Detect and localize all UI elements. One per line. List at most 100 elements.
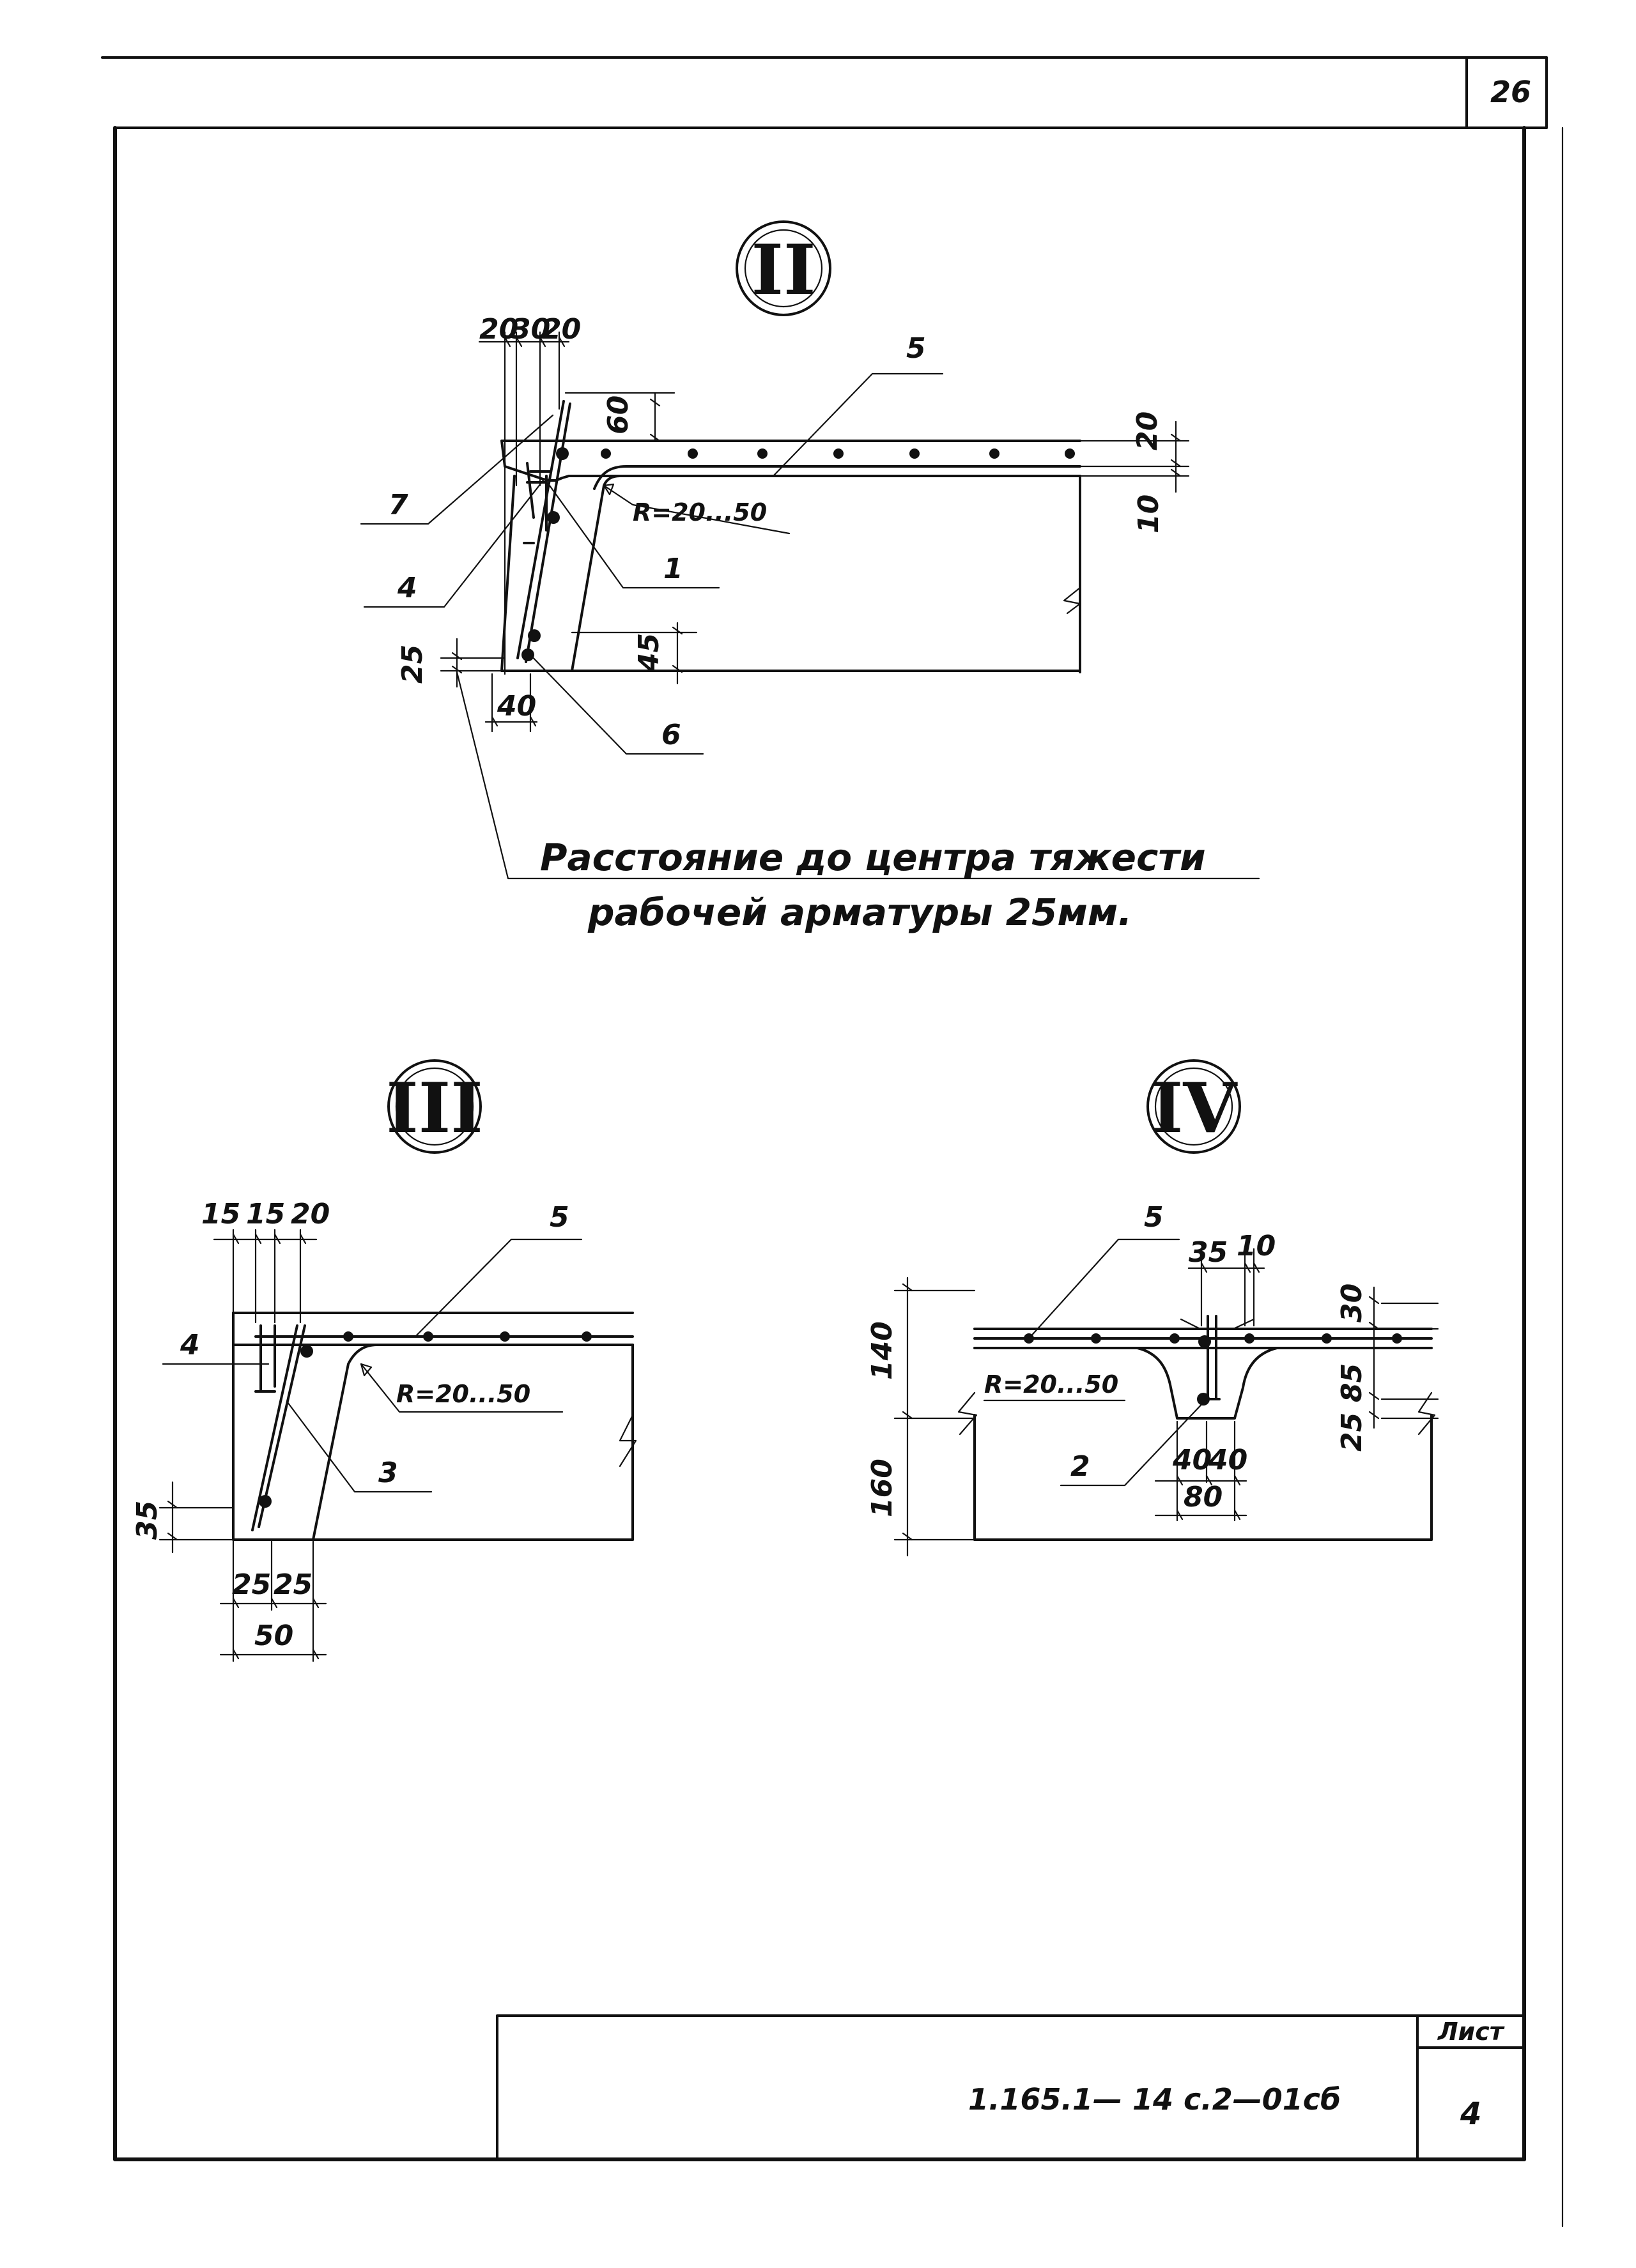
sheet-frame: 26 1.165.1— 14 с.2—01сб Лист 4: [101, 56, 1564, 2228]
detail-ii-bar-dot: [909, 448, 920, 459]
detail-iv-dim-right-bottom: 25: [1336, 1413, 1368, 1452]
detail-iii: III 15 15 20 35: [131, 1059, 637, 1662]
detail-iii-bar-dot: [500, 1331, 510, 1342]
sheet-label: Лист: [1437, 2018, 1505, 2046]
detail-iii-leader-5: [414, 1238, 583, 1338]
detail-ii-label-bottom: 6: [661, 719, 681, 751]
detail-ii-upper-offset-ticks: [649, 398, 661, 442]
detail-iii-label-left: 4: [180, 1329, 200, 1361]
detail-iii-dim-left-bottom: 35: [131, 1501, 164, 1540]
detail-iv-left-break: [957, 1391, 978, 1436]
detail-iv-leader-2: [1060, 1398, 1208, 1487]
detail-ii-top-dim-ticks: [504, 336, 566, 348]
detail-ii-top-dim-lines: [504, 331, 560, 675]
detail-ii-right-dim-ticks: [1170, 433, 1182, 477]
detail-ii-leader-1: [548, 484, 720, 589]
detail-iii-mark: III: [386, 1068, 483, 1149]
detail-iii-top-dim-ticks: [232, 1233, 307, 1245]
detail-ii-note-line-1: Расстояние до центра тяжести: [540, 836, 1206, 879]
detail-iii-bar-dot: [259, 1495, 272, 1508]
detail-ii-dim-top-a: 20: [479, 313, 518, 346]
detail-iv-bar-dot: [1392, 1333, 1402, 1344]
detail-iii-dim-bottom-a: 25: [232, 1568, 271, 1601]
sheet-number: 4: [1460, 2096, 1481, 2132]
detail-ii-dim-bottom-width: 40: [497, 690, 536, 723]
detail-iii-radius-leader: [360, 1363, 564, 1413]
detail-ii-bar-dot: [757, 448, 768, 459]
detail-iv-dim-bottom-a: 40: [1172, 1444, 1212, 1476]
detail-iv-rib: [1136, 1347, 1278, 1420]
detail-ii-rib: [500, 475, 621, 672]
detail-iv-left-dim-ticks: [902, 1283, 913, 1541]
detail-iv-bar-dot: [1198, 1335, 1211, 1348]
detail-ii-bottom-width-ticks: [491, 716, 537, 727]
detail-ii-bar-dot: [556, 447, 569, 460]
detail-iv-bottom-dim-ticks: [1176, 1475, 1241, 1521]
detail-ii-left-bar-1: [516, 400, 565, 659]
detail-iii-bar-dot: [423, 1331, 433, 1342]
detail-iii-label-top-bar: 5: [550, 1201, 569, 1234]
detail-iii-dim-top-c: 20: [291, 1198, 330, 1230]
detail-ii-label-left-lower: 4: [397, 572, 417, 604]
detail-ii-dim-bottom-right: 45: [633, 633, 665, 673]
detail-iii-bottom-dim-ticks: [232, 1597, 320, 1660]
detail-iv-dim-bottom-b: 40: [1208, 1444, 1247, 1476]
detail-iv-bar-dot: [1197, 1393, 1210, 1406]
detail-ii-label-top-bar: 5: [906, 332, 926, 365]
detail-ii-bar-dot: [688, 448, 698, 459]
detail-ii-bar-dot: [547, 511, 560, 524]
detail-ii-hook-bar: [526, 462, 535, 519]
detail-iv-circle: [1146, 1059, 1241, 1154]
detail-iii-label-inner: 3: [378, 1457, 398, 1489]
detail-iii-bar-dot: [300, 1345, 313, 1358]
detail-iii-circle: [387, 1059, 482, 1154]
detail-iv-dim-top-a: 35: [1189, 1236, 1228, 1269]
detail-iv: IV 35 10 140: [866, 1059, 1439, 1557]
detail-iv-dim-right-mid: 85: [1336, 1363, 1368, 1402]
detail-iv-inner-circle: [1154, 1067, 1233, 1146]
detail-iii-radius: R=20...50: [396, 1380, 530, 1408]
detail-iii-radius-arrow: [360, 1363, 373, 1377]
detail-ii-note-line-2: рабочей арматуры 25мм.: [587, 891, 1132, 934]
detail-ii-mark: II: [751, 230, 815, 310]
detail-ii-upper-offset-dim: [564, 392, 675, 442]
detail-iii-rib: [232, 1312, 378, 1541]
detail-ii-top-bar: [593, 465, 1081, 490]
detail-ii-leader-6: [526, 650, 704, 755]
detail-iv-left-dims: [893, 1276, 976, 1557]
detail-iii-break-mark: [619, 1414, 637, 1467]
detail-iv-leader-5: [1028, 1238, 1180, 1340]
detail-iv-right-break: [1417, 1391, 1436, 1436]
detail-ii: II: [360, 220, 1260, 934]
detail-iv-bar-dot: [1169, 1333, 1180, 1344]
detail-ii-bar-dot: [601, 448, 611, 459]
detail-iii-dim-bottom-b: 25: [274, 1568, 313, 1601]
page-number: 26: [1490, 75, 1531, 109]
detail-iv-dim-bottom-total: 80: [1184, 1481, 1223, 1513]
detail-iv-bar-dot: [1244, 1333, 1254, 1344]
detail-iv-top-dim-ticks: [1200, 1262, 1260, 1273]
detail-iii-diag-bar-2: [251, 1324, 298, 1531]
detail-iv-bottom-dims: [1154, 1420, 1247, 1522]
detail-ii-bar-dot: [833, 448, 844, 459]
detail-ii-left-bar-2: [525, 402, 571, 663]
detail-iii-inner-circle: [395, 1067, 474, 1146]
detail-ii-break-mark: [1063, 586, 1081, 615]
detail-ii-radius-leader: [603, 484, 791, 535]
detail-ii-inner-circle: [744, 229, 823, 308]
detail-iv-dim-top-b: 10: [1237, 1230, 1276, 1262]
detail-ii-bar-dot: [528, 629, 541, 642]
detail-ii-dim-upper-offset: 60: [602, 395, 635, 434]
detail-iv-dim-right-top: 30: [1336, 1283, 1368, 1322]
detail-ii-dim-bottom-left: 25: [396, 645, 429, 684]
detail-ii-radius: R=20...50: [633, 498, 767, 526]
detail-ii-top-flange: [500, 440, 1081, 482]
detail-iv-side-lines: [973, 1414, 1433, 1541]
detail-iv-label-bottom-bar: 2: [1070, 1450, 1090, 1483]
detail-ii-bottom-right-dim: [571, 622, 698, 685]
detail-ii-leader-7: [360, 414, 554, 525]
detail-ii-bar-dot: [521, 648, 534, 661]
detail-iv-radius: R=20...50: [984, 1370, 1118, 1398]
detail-iii-dim-top-b: 15: [246, 1198, 285, 1230]
